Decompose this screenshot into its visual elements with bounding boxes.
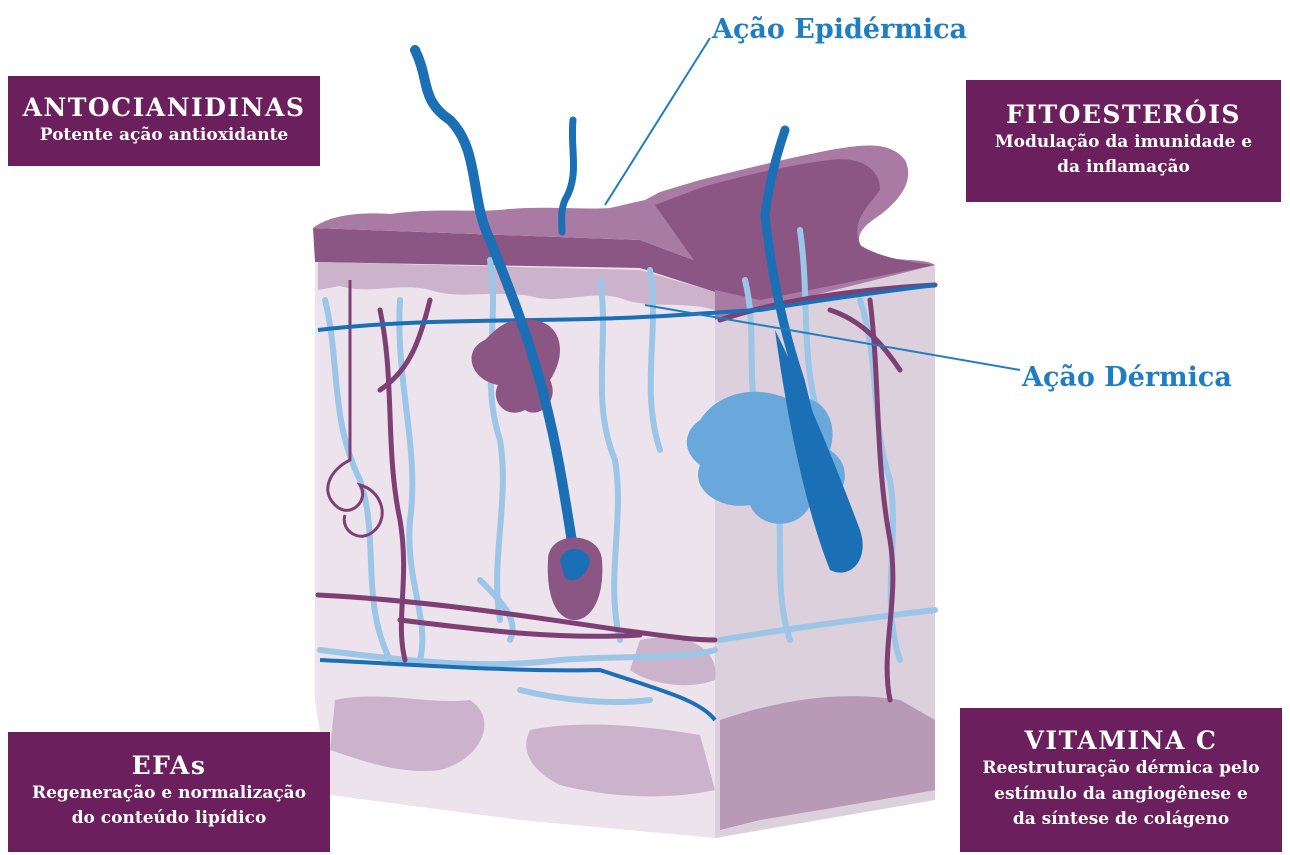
box-description: Regeneração e normalização	[8, 781, 330, 807]
vitamina-c-box: VITAMINA C Reestruturação dérmica pelo e…	[960, 708, 1282, 852]
box-description: Modulação da imunidade e	[966, 130, 1281, 156]
box-title: EFAs	[8, 752, 330, 781]
fitoesterois-box: FITOESTERÓIS Modulação da imunidade e da…	[966, 80, 1281, 202]
epidermal-action-label: Ação Epidérmica	[712, 14, 967, 45]
box-title: FITOESTERÓIS	[966, 101, 1281, 130]
box-description: estímulo da angiogênese e	[960, 782, 1282, 808]
box-title: ANTOCIANIDINAS	[8, 94, 320, 123]
dermal-action-label: Ação Dérmica	[1022, 362, 1232, 393]
epidermal-leader-line	[605, 38, 710, 205]
box-description: Potente ação antioxidante	[8, 123, 320, 149]
efas-box: EFAs Regeneração e normalização do conte…	[8, 732, 330, 852]
box-title: VITAMINA C	[960, 727, 1282, 756]
box-description: da síntese de colágeno	[960, 807, 1282, 833]
box-description: da inflamação	[966, 155, 1281, 181]
box-description: do conteúdo lipídico	[8, 806, 330, 832]
box-description: Reestruturação dérmica pelo	[960, 756, 1282, 782]
antocianidinas-box: ANTOCIANIDINAS Potente ação antioxidante	[8, 76, 320, 166]
